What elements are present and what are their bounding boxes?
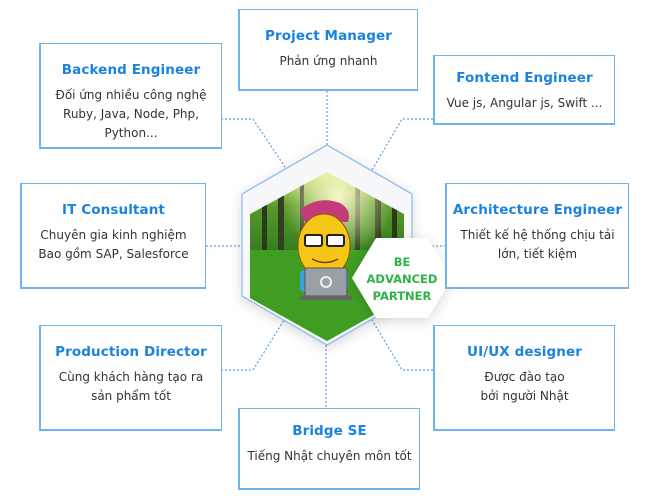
role-title: Fontend Engineer (456, 70, 593, 86)
connector-production-director (221, 319, 285, 371)
mascot-illustration (297, 200, 352, 300)
role-card-frontend-engineer: Fontend Engineer Vue js, Angular js, Swi… (433, 55, 615, 125)
badge-line-1: BE (393, 255, 411, 269)
connector-backend-engineer (221, 118, 288, 171)
role-title: Bridge SE (292, 423, 367, 439)
role-card-backend-engineer: Backend Engineer Đối ứng nhiều công nghệ… (39, 43, 222, 149)
role-desc: Phản ứng nhanh (279, 54, 378, 68)
role-desc: Tiếng Nhật chuyên môn tốt (247, 449, 412, 463)
role-title: Backend Engineer (61, 62, 201, 78)
role-card-architecture-engineer: Architecture Engineer Thiết kế hệ thống … (445, 183, 629, 289)
badge-hexagon (352, 238, 452, 318)
connector-uiux-designer (371, 319, 433, 371)
role-title: Architecture Engineer (452, 202, 623, 218)
partner-badge: BE ADVANCED PARTNER (352, 254, 452, 305)
role-card-bridge-se: Bridge SE Tiếng Nhật chuyên môn tốt (238, 408, 420, 490)
role-desc: Vue js, Angular js, Swift ... (446, 96, 603, 110)
role-card-project-manager: Project Manager Phản ứng nhanh (238, 9, 418, 91)
role-title: Project Manager (264, 28, 392, 44)
role-title: Production Director (55, 344, 207, 360)
role-title: UI/UX designer (467, 344, 582, 360)
badge-line-3: PARTNER (372, 289, 432, 303)
badge-line-2: ADVANCED (366, 272, 438, 286)
role-card-production-director: Production Director Cùng khách hàng tạo … (39, 325, 222, 431)
role-title: IT Consultant (62, 202, 165, 218)
